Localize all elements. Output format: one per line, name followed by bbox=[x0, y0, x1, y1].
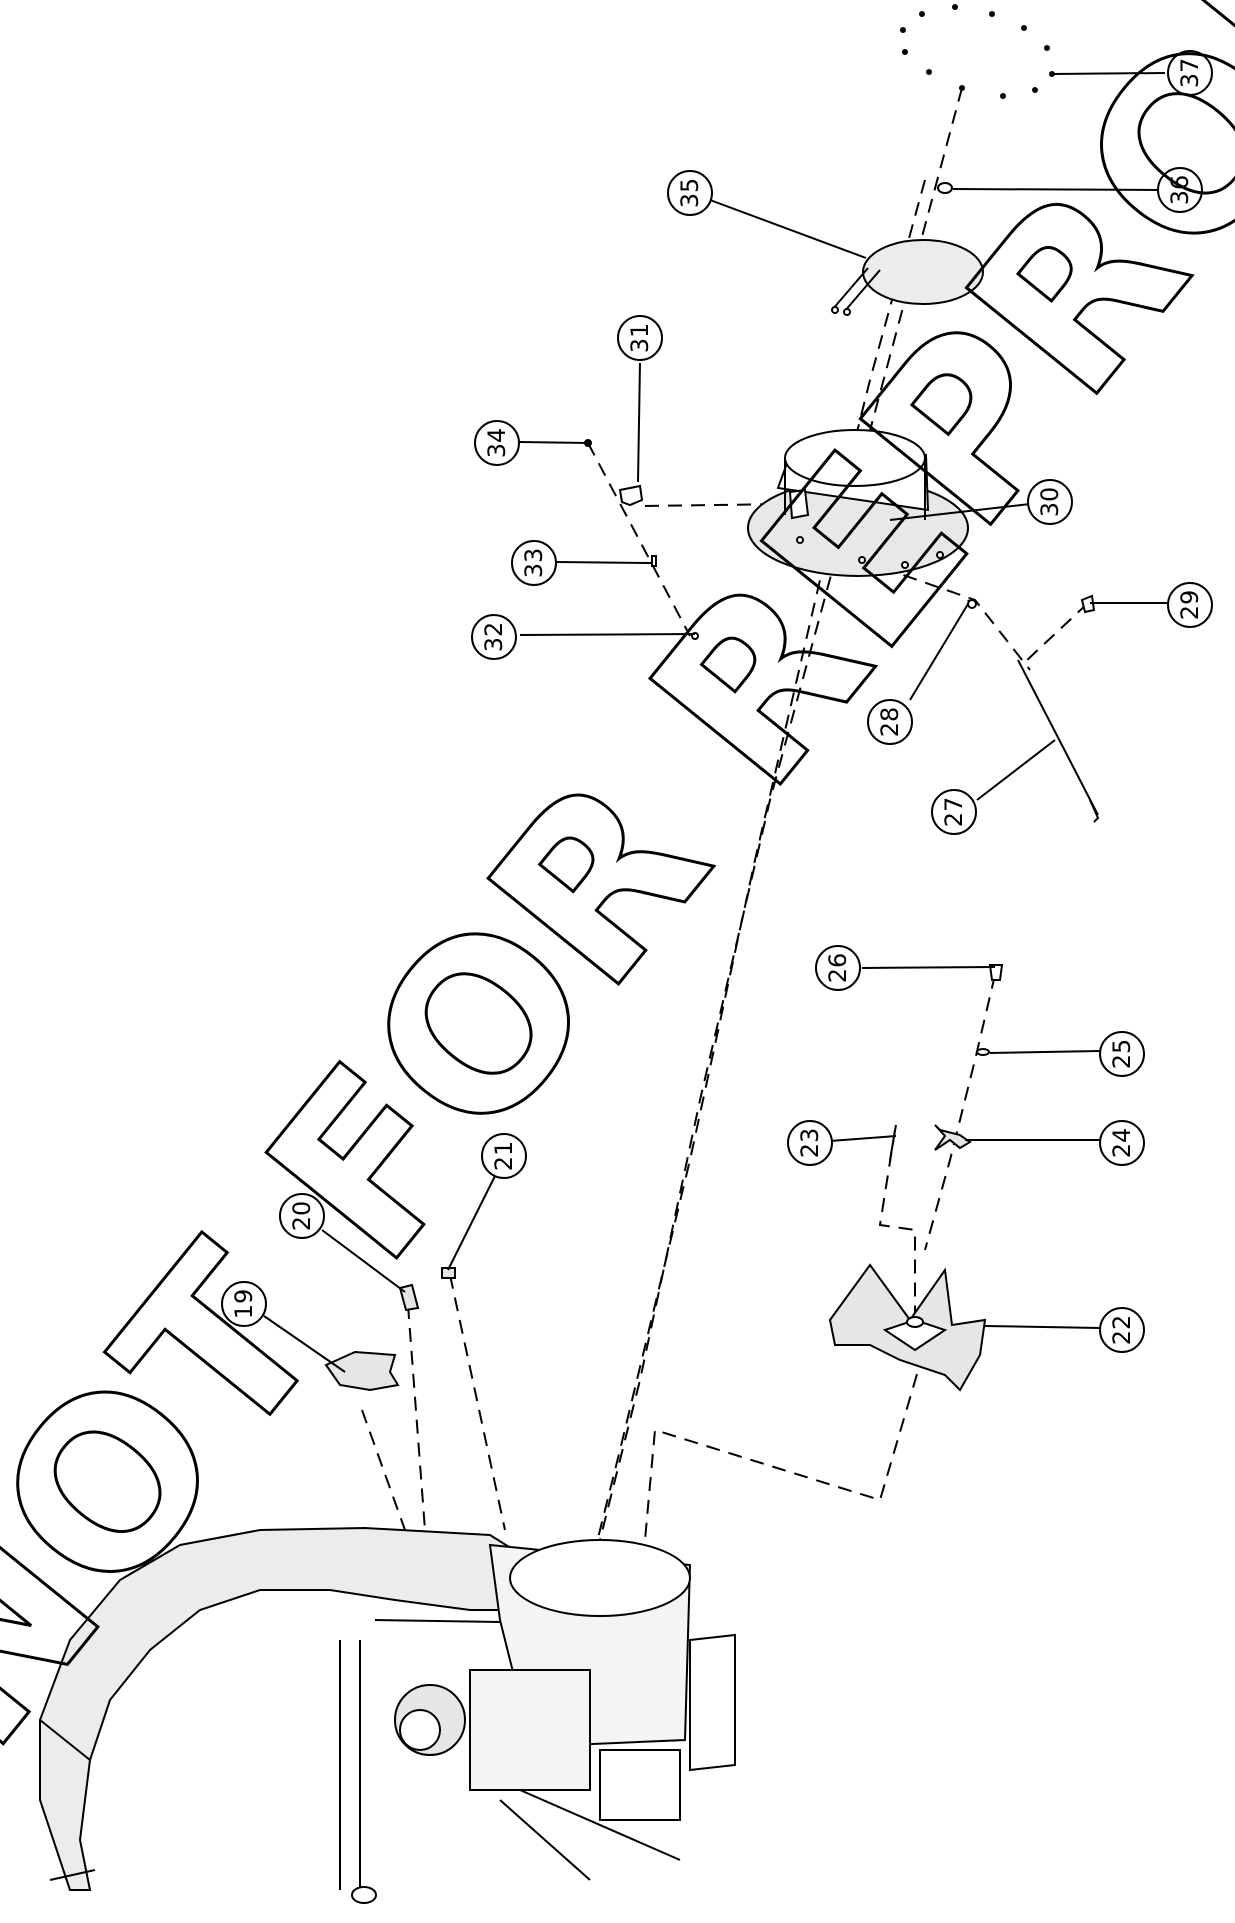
svg-text:35: 35 bbox=[676, 178, 704, 209]
svg-text:25: 25 bbox=[1108, 1039, 1136, 1070]
main-housing-assembly bbox=[39, 1526, 736, 1904]
svg-text:31: 31 bbox=[626, 323, 654, 354]
svg-text:34: 34 bbox=[483, 428, 511, 459]
callout-32: 32 bbox=[471, 614, 517, 660]
leader-lines bbox=[263, 72, 1167, 1373]
bolt-ring-part bbox=[900, 4, 1055, 99]
svg-text:29: 29 bbox=[1176, 590, 1204, 621]
svg-text:27: 27 bbox=[940, 797, 968, 828]
callouts: 19 20 21 22 23 24 25 26 bbox=[221, 50, 1213, 1353]
svg-text:19: 19 bbox=[230, 1289, 258, 1320]
callout-30: 30 bbox=[1027, 479, 1073, 525]
svg-text:32: 32 bbox=[480, 622, 508, 653]
callout-28: 28 bbox=[867, 699, 913, 745]
callout-19: 19 bbox=[221, 1281, 267, 1327]
watermark-text: NOT FOR REPRODUCTION bbox=[0, 0, 1235, 1796]
bolt-part bbox=[937, 182, 953, 194]
svg-text:30: 30 bbox=[1036, 487, 1064, 518]
impeller-assembly-parts bbox=[828, 964, 1004, 1392]
svg-text:28: 28 bbox=[876, 707, 904, 738]
callout-33: 33 bbox=[511, 540, 557, 586]
svg-text:26: 26 bbox=[824, 953, 852, 984]
callout-37: 37 bbox=[1167, 50, 1213, 96]
callout-27: 27 bbox=[931, 789, 977, 835]
small-hardware-parts bbox=[584, 439, 1100, 823]
callout-34: 34 bbox=[474, 420, 520, 466]
svg-text:24: 24 bbox=[1108, 1128, 1136, 1159]
callout-31: 31 bbox=[617, 315, 663, 361]
callout-24: 24 bbox=[1099, 1120, 1145, 1166]
callout-35: 35 bbox=[667, 170, 713, 216]
svg-text:20: 20 bbox=[288, 1201, 316, 1232]
flanged-collar-part bbox=[747, 429, 969, 577]
plate-parts bbox=[324, 1267, 456, 1392]
callout-25: 25 bbox=[1099, 1031, 1145, 1077]
callout-21: 21 bbox=[481, 1133, 527, 1179]
cap-plate-part bbox=[831, 239, 984, 316]
callout-36: 36 bbox=[1157, 167, 1203, 213]
svg-text:21: 21 bbox=[490, 1141, 518, 1172]
svg-text:36: 36 bbox=[1166, 175, 1194, 206]
svg-text:22: 22 bbox=[1108, 1315, 1136, 1346]
callout-20: 20 bbox=[279, 1193, 325, 1239]
callout-29: 29 bbox=[1167, 582, 1213, 628]
svg-text:33: 33 bbox=[520, 548, 548, 579]
callout-22: 22 bbox=[1099, 1307, 1145, 1353]
svg-text:37: 37 bbox=[1176, 58, 1204, 89]
callout-23: 23 bbox=[787, 1120, 833, 1166]
callout-26: 26 bbox=[815, 945, 861, 991]
svg-text:23: 23 bbox=[796, 1128, 824, 1159]
